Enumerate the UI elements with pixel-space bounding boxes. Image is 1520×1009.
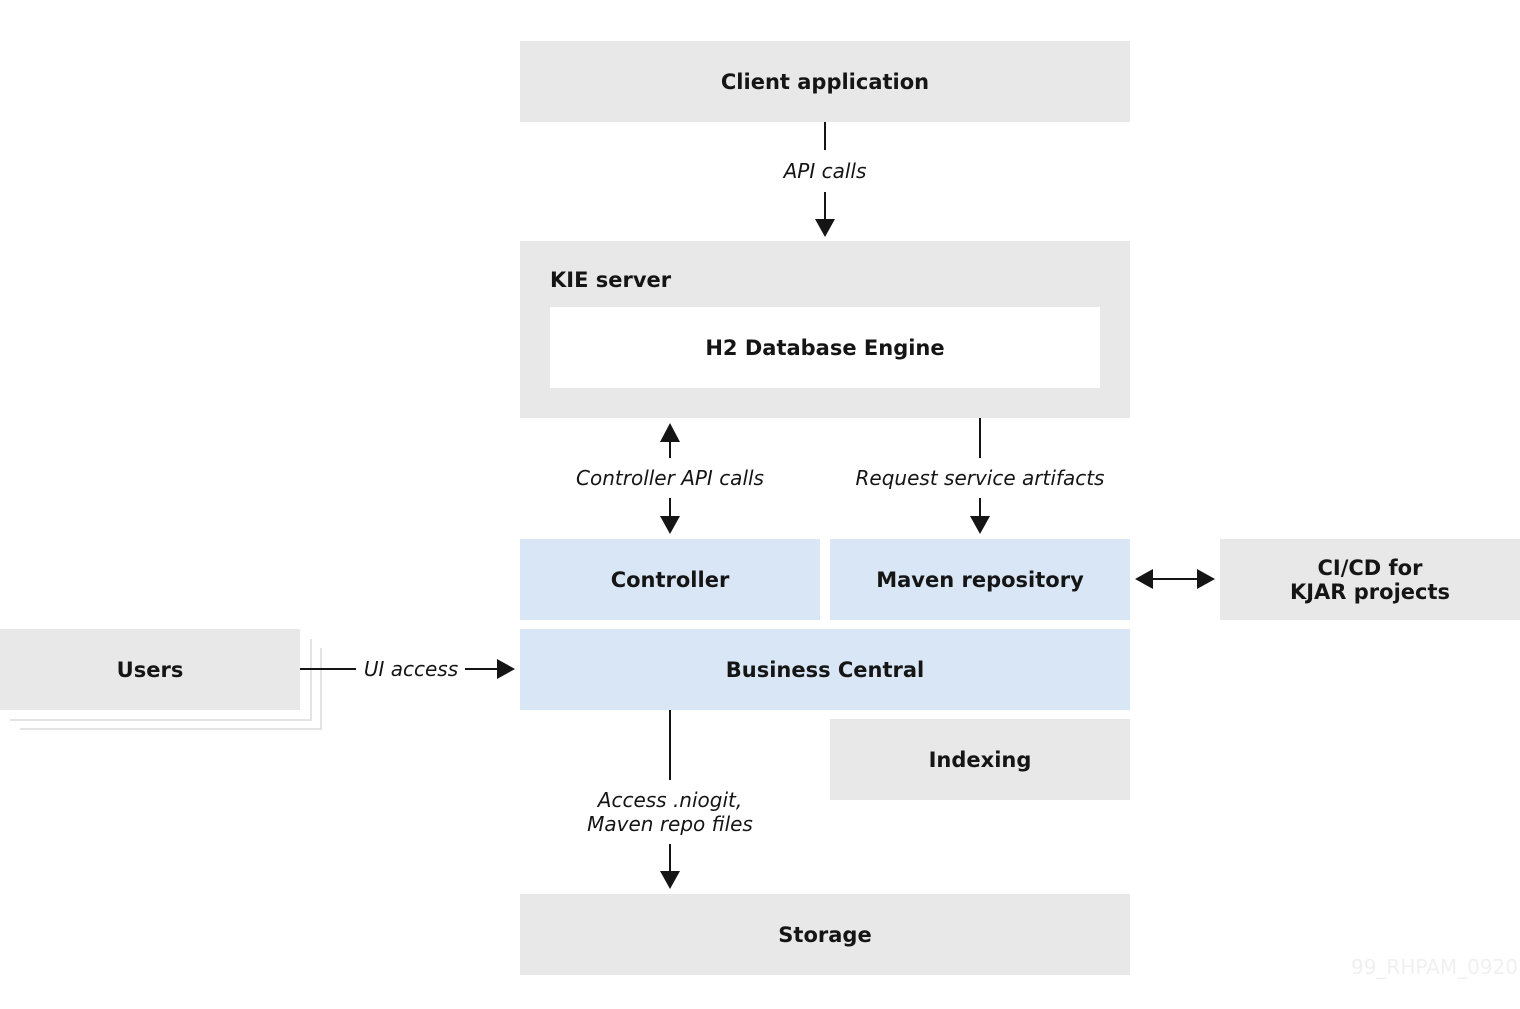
arrowhead-ui-access [497, 659, 515, 679]
users-stack-middle [10, 639, 312, 721]
indexing-box: Indexing [830, 719, 1130, 800]
arrowhead-request [970, 516, 990, 534]
ui-access-label: UI access [363, 657, 459, 681]
business-central-box: Business Central [520, 629, 1130, 710]
client-application-box: Client application [520, 41, 1130, 122]
users-box: Users [0, 629, 300, 710]
h2-database-engine-box: H2 Database Engine [550, 307, 1100, 388]
controller-api-calls-label: Controller API calls [576, 466, 764, 490]
api-calls-label: API calls [783, 159, 867, 183]
arrowhead-cicd-right [1197, 569, 1215, 589]
arrowhead-controller-up [660, 423, 680, 442]
arrowhead-controller-down [660, 516, 680, 534]
maven-repository-box: Maven repository [830, 539, 1130, 620]
arrowhead-maven-left [1135, 569, 1153, 589]
arrowhead-api-calls [815, 219, 835, 237]
cicd-box: CI/CD for KJAR projects [1220, 539, 1520, 620]
storage-box: Storage [520, 894, 1130, 975]
kie-server-title: KIE server [550, 268, 672, 292]
access-storage-label: Access .niogit, Maven repo files [587, 788, 753, 836]
controller-box: Controller [520, 539, 820, 620]
arrowhead-storage [660, 871, 680, 889]
request-service-artifacts-label: Request service artifacts [855, 466, 1105, 490]
watermark: 99_RHPAM_0920 [1350, 955, 1518, 979]
users-stack-back [20, 648, 322, 730]
